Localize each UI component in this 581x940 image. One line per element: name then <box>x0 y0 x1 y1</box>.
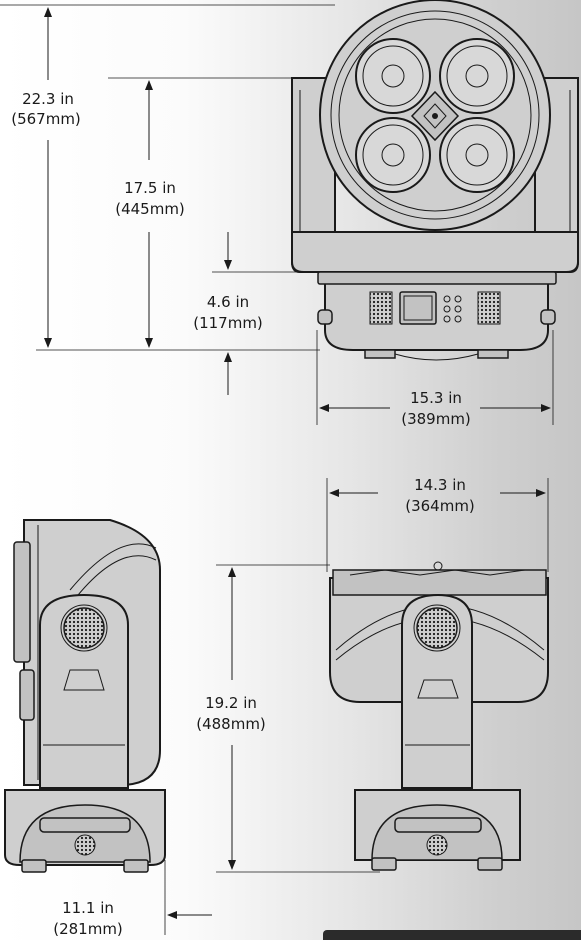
depth-metric: (281mm) <box>53 920 123 938</box>
base-width-label: 15.3 in <box>410 389 462 407</box>
head-height-label: 17.5 in <box>124 179 176 197</box>
yoke-width-label: 14.3 in <box>414 476 466 494</box>
base-height-label: 4.6 in <box>207 293 249 311</box>
corner-bar <box>323 930 581 940</box>
front-view <box>291 0 579 361</box>
head-height-metric: (445mm) <box>115 200 185 218</box>
side-height-metric: (488mm) <box>196 715 266 733</box>
overall-height-label: 22.3 in <box>22 90 74 108</box>
base-width-metric: (389mm) <box>401 410 471 428</box>
lens-group <box>355 38 515 193</box>
base-height-metric: (117mm) <box>193 314 263 332</box>
rear-view <box>329 561 549 871</box>
dimension-lines-front <box>0 4 554 425</box>
yoke-width-metric: (364mm) <box>405 497 475 515</box>
depth-label: 11.1 in <box>62 899 114 917</box>
side-view <box>4 519 166 873</box>
dimension-lines-bottom <box>164 478 549 935</box>
overall-height-metric: (567mm) <box>11 110 81 128</box>
side-height-label: 19.2 in <box>205 694 257 712</box>
